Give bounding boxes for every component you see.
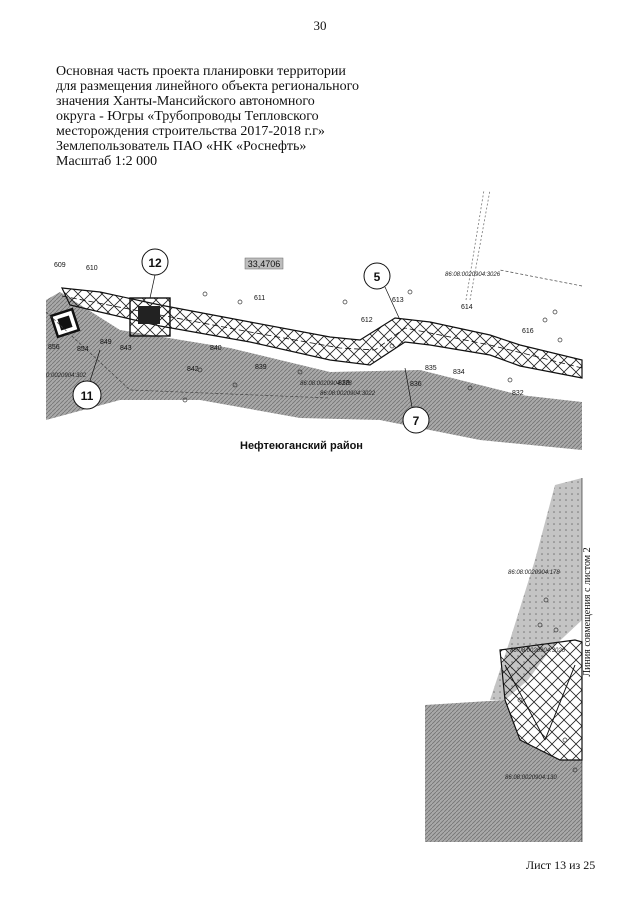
pad-building [138, 306, 160, 324]
circle-marker-7: 7 [402, 367, 430, 434]
point-label: 610 [86, 265, 98, 272]
cadastral-label: 86:08:0020904:130 [505, 775, 557, 781]
road-line [465, 189, 485, 301]
title-line: округа - Югры «Трубопроводы Тепловского [56, 109, 319, 124]
road-line [469, 189, 491, 301]
title-line: для размещения линейного объекта региона… [56, 79, 360, 94]
point-label: 832 [512, 390, 524, 397]
point-label: 616 [522, 328, 534, 335]
point-label: 838 [338, 380, 350, 387]
point-labels: 609 610 611 612 613 614 616 856 854 849 … [48, 262, 534, 397]
point-label: 835 [425, 365, 437, 372]
sheet-number: Лист 13 из 25 [526, 858, 596, 872]
boundary-line [499, 269, 583, 287]
area-label: 33,4706 [248, 259, 281, 269]
scale-line: Масштаб 1:2 000 [56, 154, 158, 169]
cadastral-labels-lower: 86:08:0020904:178 86:08:0020904:3026 86:… [505, 570, 566, 781]
terrain-symbols-lower [517, 597, 578, 773]
point-label: 849 [100, 339, 112, 346]
structure-inner [57, 315, 73, 331]
circle-label-5: 5 [374, 270, 381, 284]
land-user-line: Землепользователь ПАО «НК «Роснефть» [56, 139, 307, 154]
terrain-symbols [182, 289, 563, 403]
pipeline-axis-lower [504, 664, 576, 741]
circle-marker-5: 5 [363, 262, 401, 321]
point-label: 856 [48, 344, 60, 351]
circle-label-12: 12 [148, 256, 162, 270]
pipeline-corridor [61, 287, 583, 379]
point-label: 840 [210, 345, 222, 352]
point-label: 614 [461, 304, 473, 311]
land-parcel-lower-block [425, 700, 582, 842]
pipeline-corridor-lower [499, 639, 583, 761]
point-label: 839 [255, 364, 267, 371]
circle-label-7: 7 [413, 414, 420, 428]
point-label: 843 [120, 345, 132, 352]
point-label: 854 [77, 346, 89, 353]
title-line: месторождения строительства 2017-2018 г.… [56, 124, 325, 139]
district-label: Нефтеюганский район [240, 440, 363, 452]
cadastral-labels: 86:08:0020904:3026 86:08:0020904:178 86:… [46, 272, 501, 397]
land-parcel-lower-diagonal [490, 478, 582, 700]
point-label: 611 [254, 295, 265, 302]
match-line-label: Линия совмещения с листом 2 [582, 547, 593, 676]
cadastral-label: 86:08:0020904:3022 [320, 391, 376, 397]
point-label: 613 [392, 297, 404, 304]
page-number: 30 [313, 18, 327, 33]
circle-marker-11: 11 [72, 349, 102, 410]
point-label: 612 [361, 317, 373, 324]
cadastral-label: 86:08:0020904:3026 [510, 648, 566, 654]
pipeline-axis [61, 295, 583, 369]
title-line: значения Ханты-Мансийского автономного [56, 94, 315, 109]
point-label: 609 [54, 262, 66, 269]
cadastral-label: 86:08:0020904:178 [300, 381, 352, 387]
point-label: 834 [453, 369, 465, 376]
cadastral-label: 86:08:0020904:178 [508, 570, 560, 576]
point-label: 842 [187, 366, 199, 373]
cadastral-label: 86:08:0020904:3026 [445, 272, 501, 278]
title-block: Основная часть проекта планировки террит… [56, 64, 376, 169]
land-parcel-upper [46, 292, 582, 450]
circle-marker-12: 12 [141, 248, 169, 299]
area-label-box [244, 257, 284, 270]
circle-label-11: 11 [81, 389, 94, 403]
cadastral-label: 0:0020904:302 [46, 373, 87, 379]
title-line: Основная часть проекта планировки террит… [56, 64, 346, 79]
point-label: 836 [410, 381, 422, 388]
